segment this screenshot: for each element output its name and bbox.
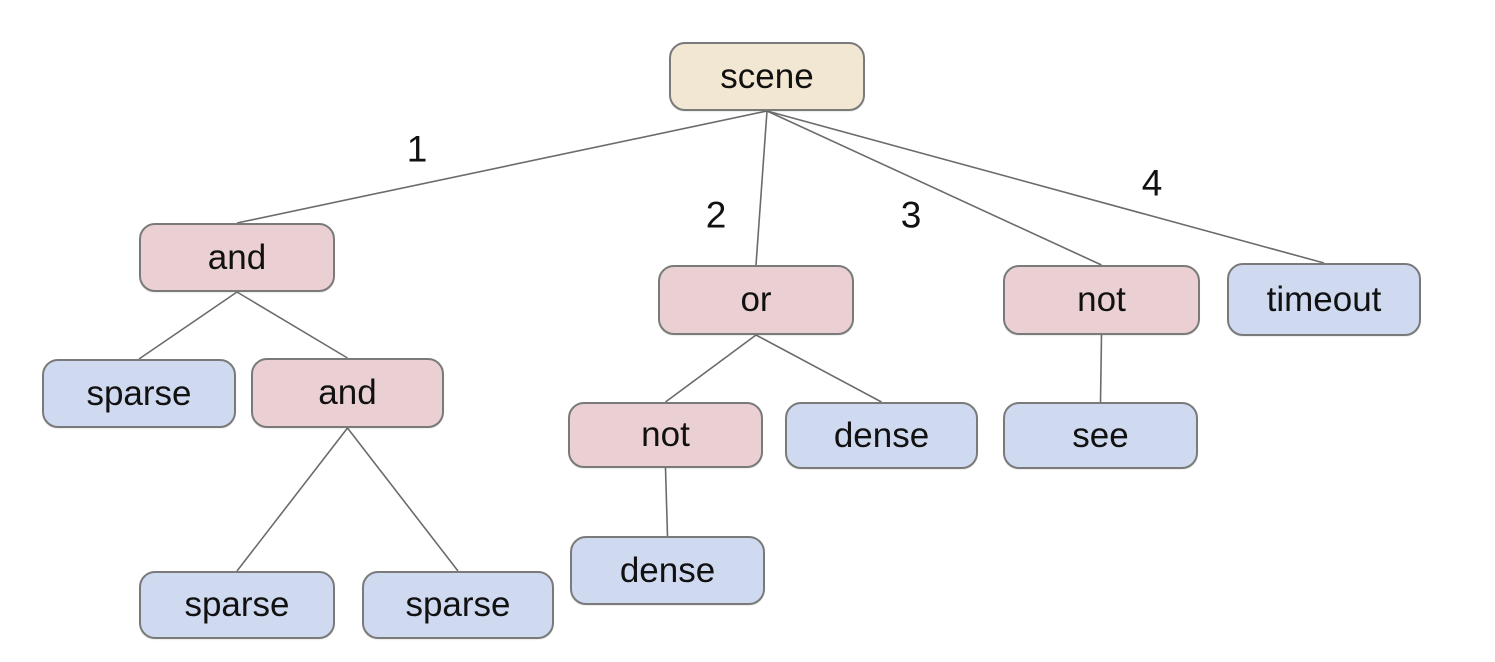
tree-node-sparse3: sparse xyxy=(362,571,554,639)
edge-scene-and1 xyxy=(236,110,768,224)
edge-label-3: 3 xyxy=(900,194,922,236)
edge-scene-not1 xyxy=(766,110,1102,266)
edge-and2-sparse2 xyxy=(236,427,349,572)
tree-node-sparse1: sparse xyxy=(42,359,236,428)
edge-or1-dense1 xyxy=(755,334,882,403)
tree-node-not2: not xyxy=(568,402,763,468)
edge-and1-and2 xyxy=(236,291,348,359)
tree-node-scene: scene xyxy=(669,42,865,111)
tree-node-not1: not xyxy=(1003,265,1200,335)
tree-node-sparse2: sparse xyxy=(139,571,335,639)
edge-and2-sparse3 xyxy=(346,427,459,572)
edge-scene-timeout xyxy=(766,110,1325,264)
tree-node-dense1: dense xyxy=(785,402,978,469)
edge-not2-dense2 xyxy=(664,467,669,537)
edge-and1-sparse1 xyxy=(138,291,238,360)
tree-node-dense2: dense xyxy=(570,536,765,605)
edge-or1-not2 xyxy=(665,334,757,403)
edge-not1-see xyxy=(1099,334,1103,403)
tree-node-or1: or xyxy=(658,265,854,335)
edge-label-1: 1 xyxy=(406,128,428,170)
tree-node-timeout: timeout xyxy=(1227,263,1421,336)
tree-node-and1: and xyxy=(139,223,335,292)
tree-node-and2: and xyxy=(251,358,444,428)
edge-label-4: 4 xyxy=(1141,162,1163,204)
edge-label-2: 2 xyxy=(705,194,727,236)
tree-node-see: see xyxy=(1003,402,1198,469)
edge-scene-or1 xyxy=(755,110,768,266)
